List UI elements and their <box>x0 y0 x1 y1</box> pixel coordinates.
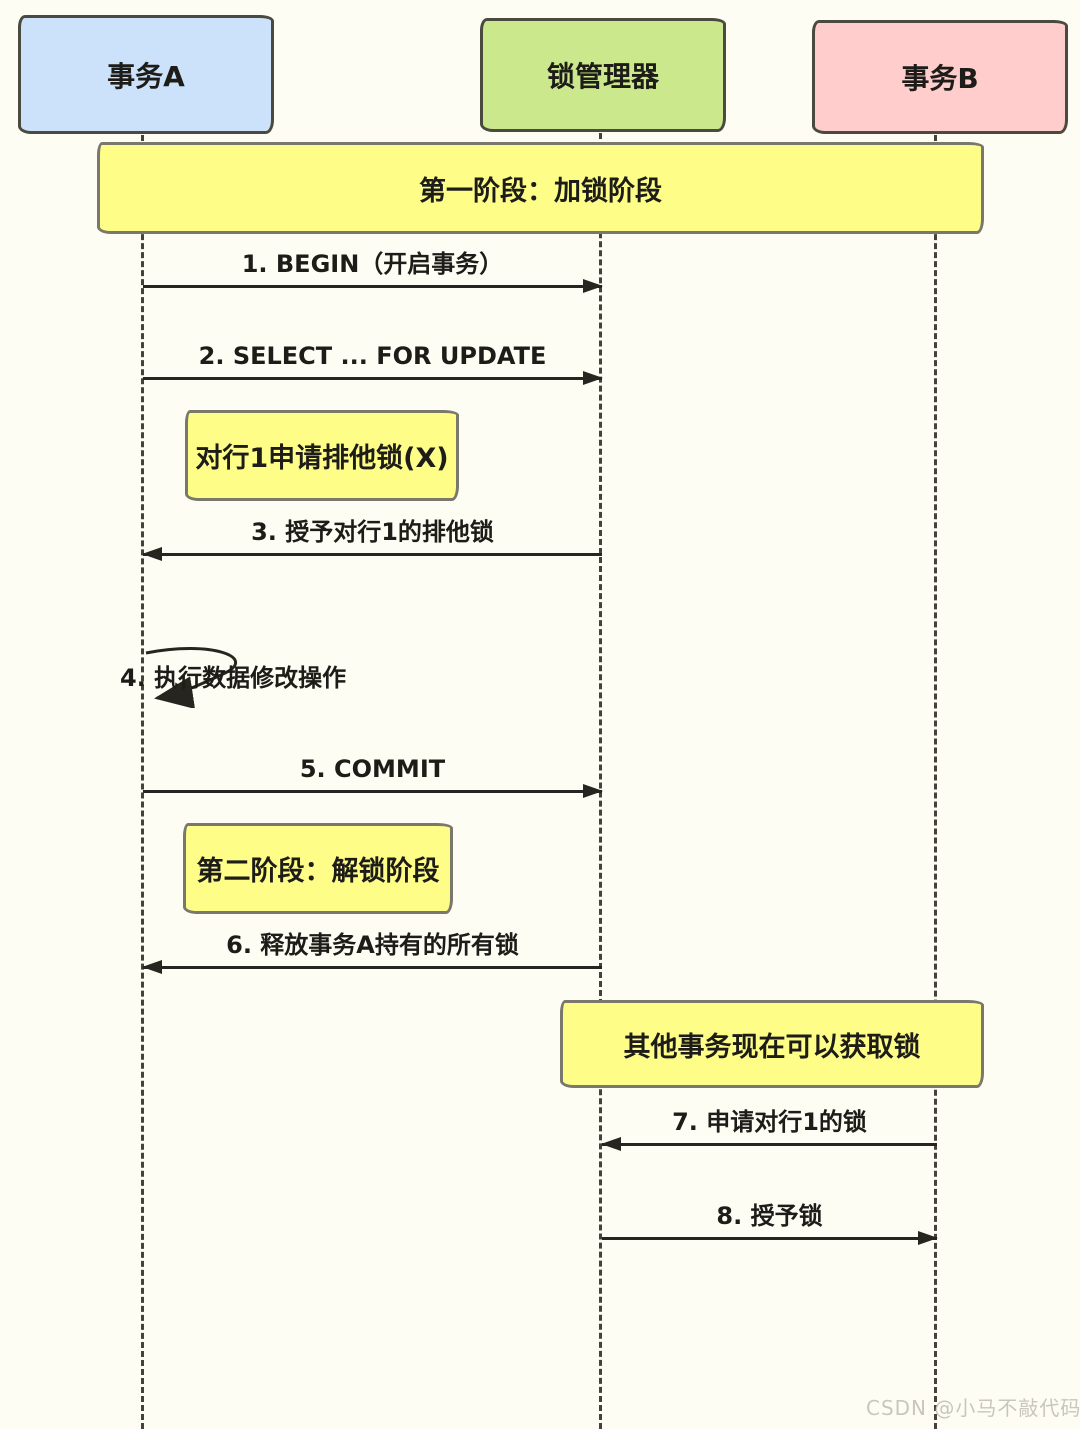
message-8-grant-lock: 8. 授予锁 <box>602 1199 938 1245</box>
lifeline-lock-manager <box>599 124 602 1429</box>
message-2-select-for-update: 2. SELECT ... FOR UPDATE <box>143 339 603 385</box>
banner-other-transactions: 其他事务现在可以获取锁 <box>560 1000 984 1088</box>
message-6-arrow <box>142 960 602 974</box>
actor-lock-manager: 锁管理器 <box>480 18 726 132</box>
message-3-grant-exclusive-lock: 3. 授予对行1的排他锁 <box>142 515 602 561</box>
message-1-label: 1. BEGIN（开启事务） <box>241 250 504 278</box>
banner-other-transactions-label: 其他事务现在可以获取锁 <box>623 1031 921 1063</box>
message-8-label: 8. 授予锁 <box>716 1202 823 1230</box>
message-3-arrow <box>142 547 602 561</box>
lifeline-transaction-b <box>934 126 937 1429</box>
actor-transaction-b-label: 事务B <box>901 62 979 95</box>
actor-transaction-b: 事务B <box>812 20 1068 134</box>
message-5-arrow <box>143 784 603 798</box>
lifeline-transaction-a <box>141 126 144 1429</box>
note-phase2-unlocking: 第二阶段：解锁阶段 <box>183 823 453 914</box>
message-6-label: 6. 释放事务A持有的所有锁 <box>226 931 519 959</box>
message-2-label: 2. SELECT ... FOR UPDATE <box>198 342 547 370</box>
message-3-label: 3. 授予对行1的排他锁 <box>251 518 494 546</box>
banner-phase1-locking: 第一阶段：加锁阶段 <box>97 142 984 234</box>
message-4-label: 4. 执行数据修改操作 <box>120 664 347 692</box>
note-request-exclusive-lock-label: 对行1申请排他锁(X) <box>195 443 449 474</box>
csdn-watermark: CSDN @小马不敲代码 <box>866 1396 1080 1420</box>
message-8-arrow <box>602 1231 938 1245</box>
message-1-arrow <box>143 279 603 293</box>
note-request-exclusive-lock: 对行1申请排他锁(X) <box>185 410 459 501</box>
message-4-self-loop-arrow <box>145 647 238 708</box>
actor-lock-manager-label: 锁管理器 <box>546 60 659 93</box>
message-6-release-all-locks: 6. 释放事务A持有的所有锁 <box>142 928 602 974</box>
message-5-commit: 5. COMMIT <box>143 752 603 798</box>
message-7-label: 7. 申请对行1的锁 <box>672 1108 867 1136</box>
note-phase2-label: 第二阶段：解锁阶段 <box>196 856 440 887</box>
message-2-arrow <box>143 371 603 385</box>
message-7-arrow <box>601 1137 937 1151</box>
actor-transaction-a-label: 事务A <box>107 59 185 93</box>
message-1-begin: 1. BEGIN（开启事务） <box>143 247 603 293</box>
actor-transaction-a: 事务A <box>18 15 274 134</box>
banner-phase1-label: 第一阶段：加锁阶段 <box>419 175 662 207</box>
message-7-request-row1-lock: 7. 申请对行1的锁 <box>601 1105 937 1151</box>
message-5-label: 5. COMMIT <box>299 755 446 783</box>
